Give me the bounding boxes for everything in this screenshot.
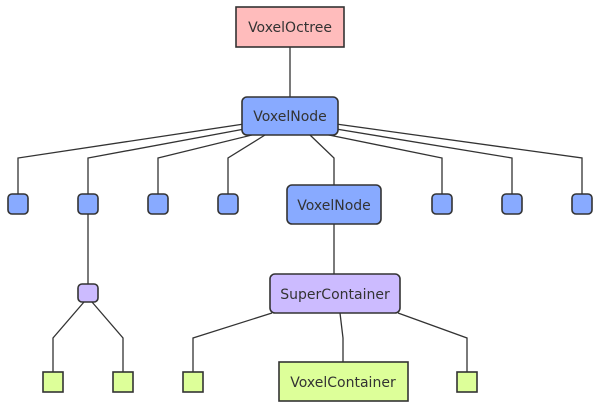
- edge-super-to-container-1: [192, 312, 273, 372]
- small-voxel-node-2: [77, 193, 99, 215]
- small-voxel-container-3: [182, 371, 204, 393]
- voxel-octree-node: VoxelOctree: [235, 6, 345, 48]
- edge-root-child-4: [227, 134, 266, 194]
- edges: [17, 47, 583, 372]
- voxel-node-root-label: VoxelNode: [253, 109, 327, 125]
- voxel-node-child: VoxelNode: [286, 184, 382, 225]
- small-voxel-container-2: [112, 371, 134, 393]
- small-voxel-container-1: [42, 371, 64, 393]
- edge-super-to-container-3: [397, 312, 468, 372]
- edge-root-child-7: [329, 127, 513, 194]
- edge-root-child-8: [335, 123, 583, 194]
- edge-root-child-5: [309, 134, 335, 185]
- edge-root-child-3: [157, 133, 257, 194]
- super-container-label: SuperContainer: [280, 287, 390, 303]
- voxel-octree-label: VoxelOctree: [248, 20, 332, 36]
- edge-leaf-to-container-2: [91, 301, 124, 372]
- edge-root-child-1: [17, 123, 245, 194]
- small-super-container: [77, 283, 99, 303]
- small-voxel-container-4: [456, 371, 478, 393]
- super-container-node: SuperContainer: [269, 273, 401, 314]
- small-voxel-nodes: [7, 193, 593, 215]
- voxel-container-label: VoxelContainer: [290, 375, 396, 391]
- voxel-node-child-label: VoxelNode: [297, 198, 371, 214]
- small-voxel-node-4: [217, 193, 239, 215]
- small-voxel-node-6: [501, 193, 523, 215]
- edge-root-child-2: [87, 127, 251, 194]
- small-voxel-node-3: [147, 193, 169, 215]
- small-voxel-node-7: [571, 193, 593, 215]
- edge-leaf-to-container-1: [52, 301, 85, 372]
- small-voxel-node-1: [7, 193, 29, 215]
- small-voxel-containers: [42, 371, 478, 393]
- edge-super-to-container-2: [339, 312, 344, 362]
- voxel-container-node: VoxelContainer: [278, 361, 409, 402]
- small-voxel-node-5: [431, 193, 453, 215]
- edge-root-child-6: [323, 133, 443, 194]
- voxel-node-root: VoxelNode: [241, 96, 339, 136]
